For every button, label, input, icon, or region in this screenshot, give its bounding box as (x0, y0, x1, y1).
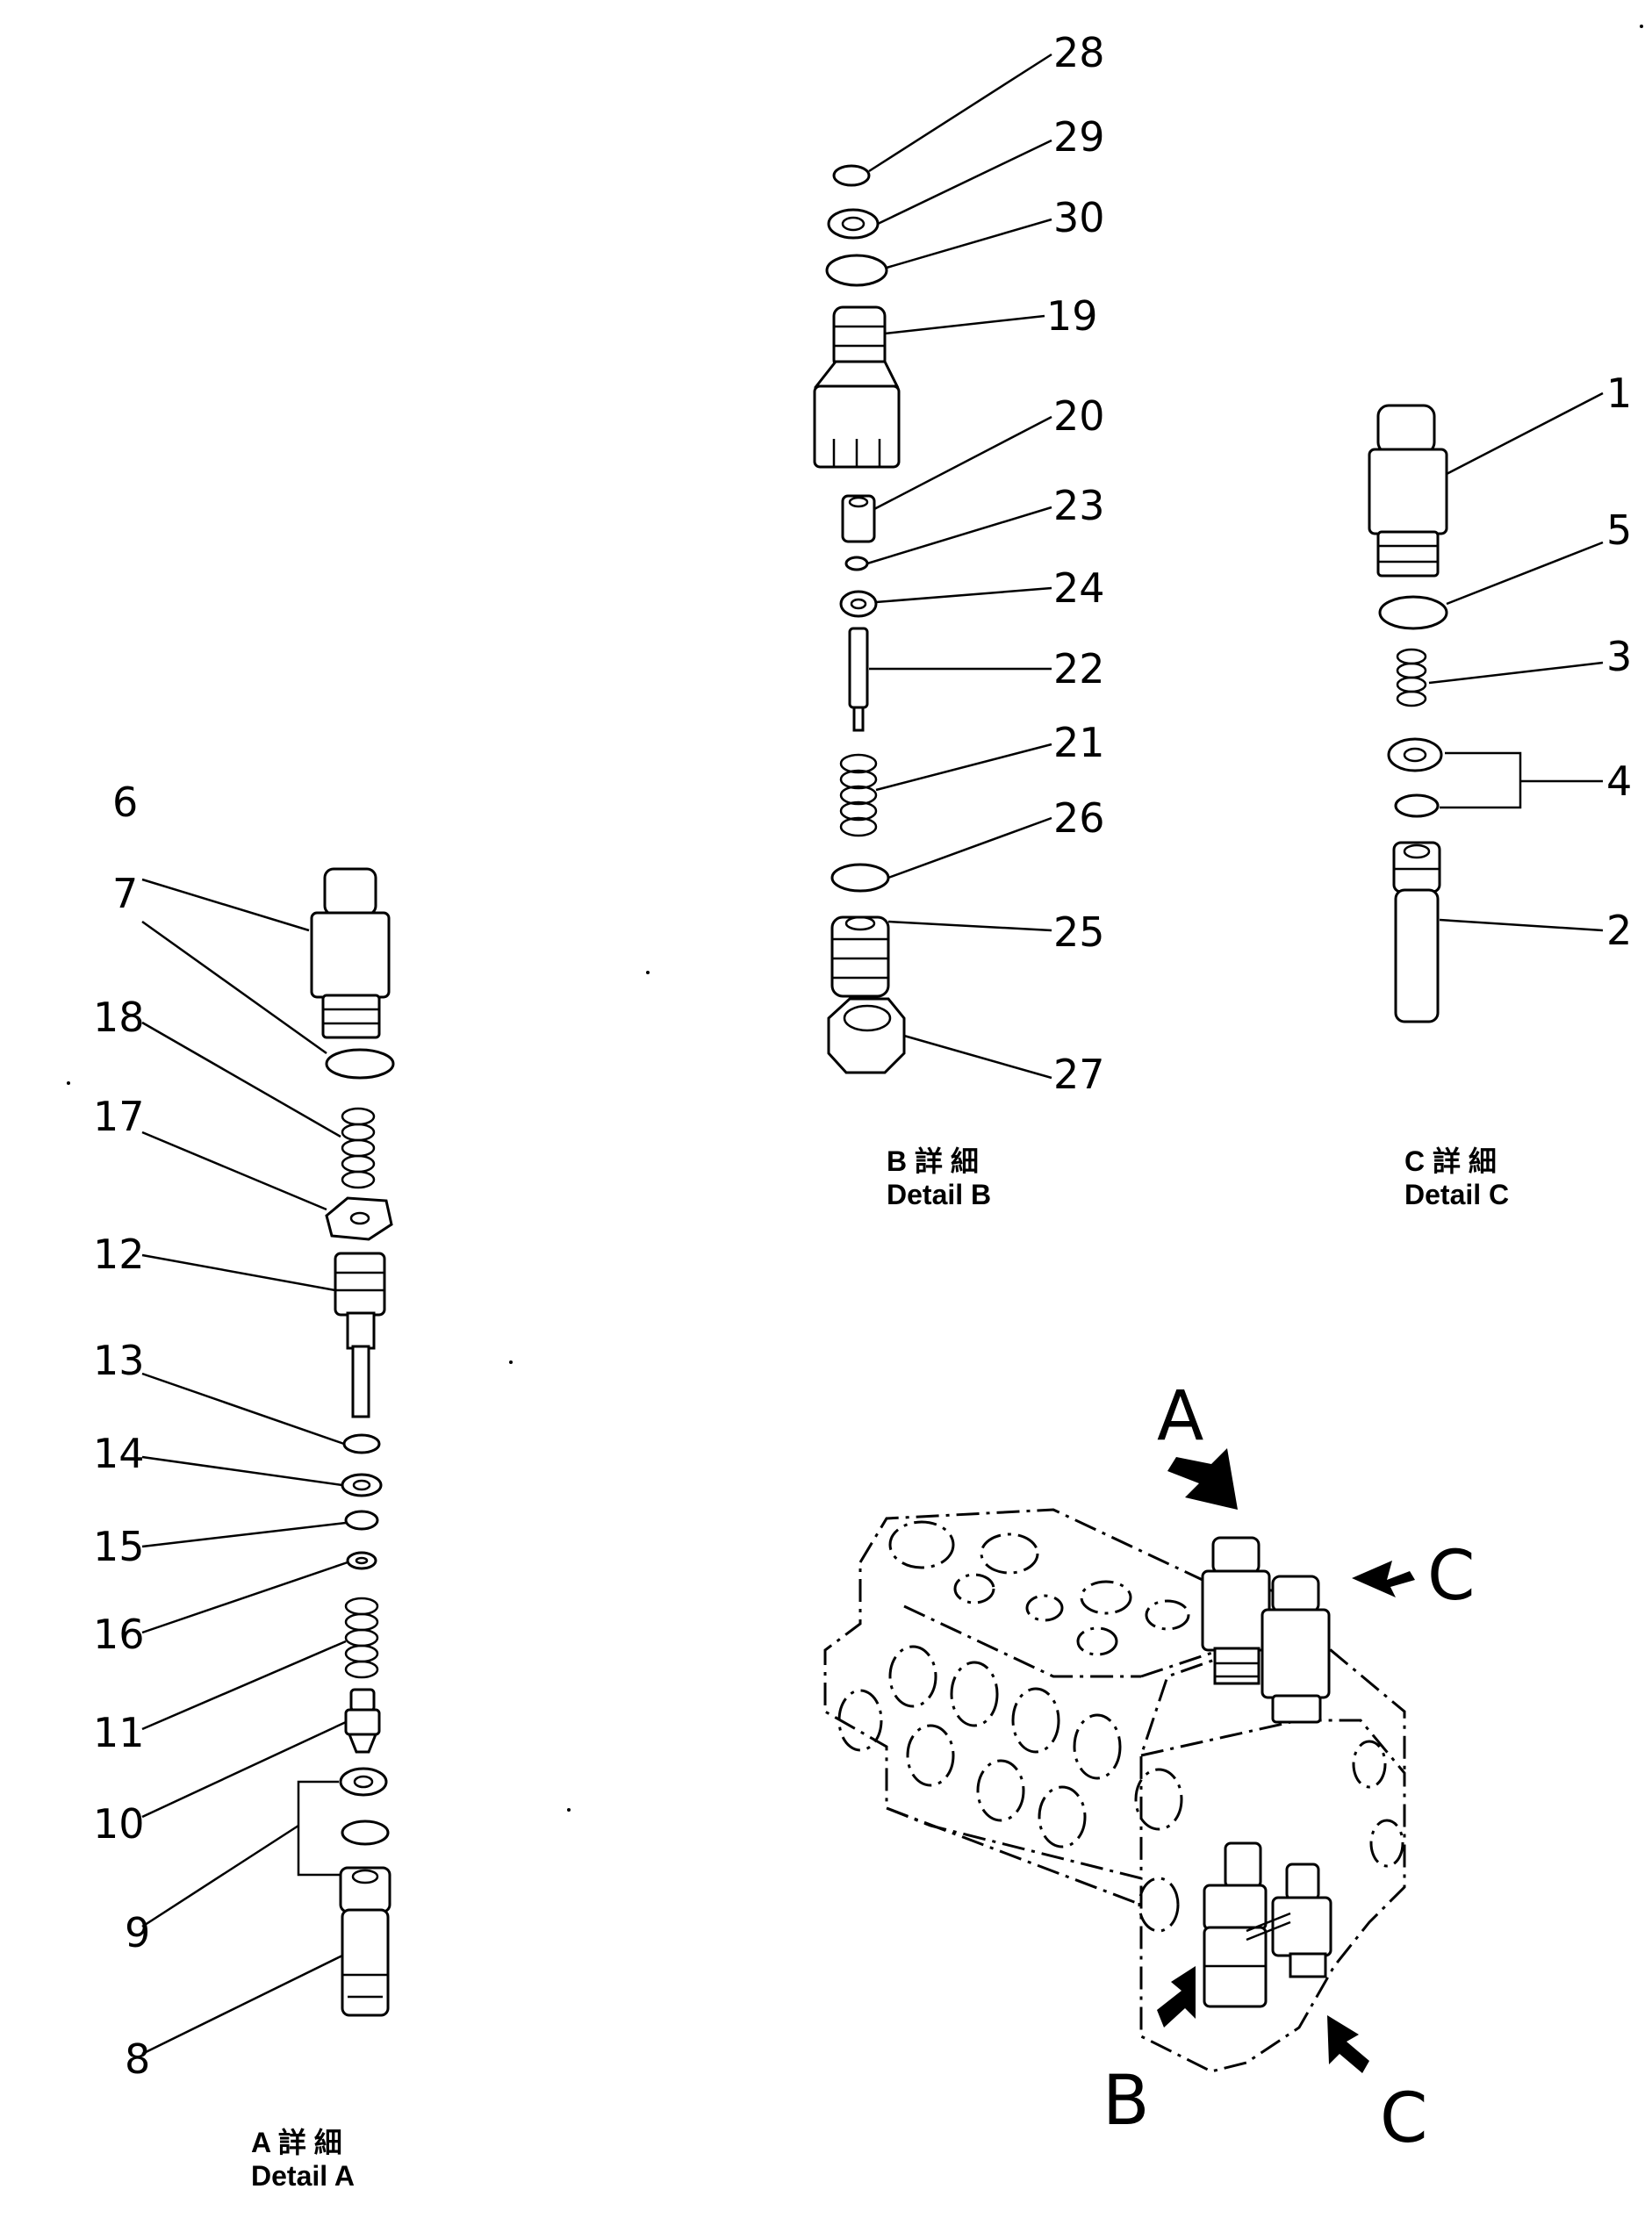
callout-24: 24 (1053, 564, 1105, 612)
detail-b-caption-jp: B 詳 細 (887, 1145, 979, 1177)
view-arrow-b (1157, 1966, 1196, 2028)
callout-26: 26 (1053, 794, 1105, 842)
callout-22: 22 (1053, 645, 1105, 693)
callout-20: 20 (1053, 392, 1105, 440)
detail-c-assembly: 1 5 3 4 2 C 詳 細 Detail C (1368, 370, 1632, 1210)
part-25-guide (830, 915, 890, 998)
part-10-poppet (344, 1688, 381, 1754)
callout-2: 2 (1606, 907, 1632, 954)
part-21-spring (839, 753, 878, 837)
valve-body-overview: A C B C (823, 1377, 1475, 2158)
callout-6: 6 (112, 779, 138, 826)
callout-23: 23 (1053, 482, 1105, 529)
callout-3: 3 (1606, 633, 1632, 680)
installed-valve-c (1261, 1575, 1331, 1724)
detail-a-assembly: 6 7 18 17 12 13 14 15 16 11 10 9 8 A 詳 細… (93, 779, 395, 2192)
callout-18: 18 (93, 994, 145, 1041)
callout-14: 14 (93, 1430, 145, 1477)
part-13-o-ring (342, 1433, 381, 1454)
part-5-o-ring (1378, 595, 1448, 630)
part-16-washer (346, 1551, 377, 1570)
detail-b-callouts: 28 29 30 19 20 23 24 22 21 26 25 27 (1046, 29, 1105, 1098)
part-30-o-ring (825, 254, 888, 287)
part-23-o-ring (844, 556, 869, 571)
part-24-seat (839, 590, 878, 618)
callout-12: 12 (93, 1231, 145, 1278)
callout-15: 15 (93, 1523, 145, 1570)
part-11-spring (344, 1597, 379, 1679)
part-4-seal-set (1387, 737, 1522, 818)
detail-a-callouts: 6 7 18 17 12 13 14 15 16 11 10 9 8 (93, 779, 150, 2083)
detail-c-caption-en: Detail C (1404, 1179, 1509, 1210)
part-1-plug (1368, 404, 1448, 578)
view-marker-c-bottom: C (1380, 2079, 1427, 2158)
part-8-sleeve (339, 1866, 391, 2017)
callout-25: 25 (1053, 908, 1105, 956)
callout-1: 1 (1606, 370, 1632, 417)
callout-17: 17 (93, 1093, 145, 1140)
part-18-spring (341, 1107, 376, 1189)
part-12-spool (334, 1252, 386, 1418)
view-marker-a: A (1157, 1377, 1203, 1456)
callout-27: 27 (1053, 1051, 1105, 1098)
part-7-o-ring (325, 1048, 395, 1080)
view-marker-c-top: C (1427, 1537, 1475, 1616)
callout-9: 9 (125, 1909, 150, 1956)
callout-16: 16 (93, 1611, 145, 1658)
part-14-washer (341, 1473, 383, 1497)
part-9-seal-set (297, 1767, 390, 1877)
callout-30: 30 (1053, 194, 1105, 241)
detail-c-callouts: 1 5 3 4 2 (1606, 370, 1632, 954)
installed-valve-b (1203, 1841, 1268, 2008)
part-3-spring (1396, 648, 1427, 707)
callout-28: 28 (1053, 29, 1105, 76)
callout-10: 10 (93, 1800, 145, 1848)
part-2-sleeve (1392, 841, 1441, 1023)
part-17-plate (325, 1196, 393, 1241)
view-arrow-c-top (1352, 1561, 1415, 1597)
callout-5: 5 (1606, 506, 1632, 554)
detail-b-caption-en: Detail B (887, 1179, 991, 1210)
part-28-o-ring (832, 164, 871, 187)
detail-c-caption-jp: C 詳 細 (1404, 1145, 1497, 1177)
callout-29: 29 (1053, 113, 1105, 161)
view-arrow-a (1167, 1448, 1238, 1510)
detail-b-assembly: 28 29 30 19 20 23 24 22 21 26 25 27 B 詳 … (813, 29, 1105, 1210)
installed-valve-a (1201, 1536, 1271, 1685)
detail-a-caption-en: Detail A (251, 2160, 355, 2192)
part-29-washer (827, 208, 880, 240)
callout-19: 19 (1046, 292, 1098, 340)
callout-13: 13 (93, 1337, 145, 1384)
callout-8: 8 (125, 2035, 150, 2083)
callout-4: 4 (1606, 757, 1632, 805)
view-arrow-c-bottom (1327, 2015, 1369, 2073)
callout-11: 11 (93, 1709, 145, 1756)
part-15-o-ring (344, 1510, 379, 1531)
part-22-pin (848, 627, 869, 732)
part-6-plug (310, 867, 391, 1039)
view-marker-b: B (1103, 2062, 1150, 2141)
callout-7: 7 (112, 870, 138, 917)
part-19-body (813, 305, 901, 469)
installed-valve-c-lower (1246, 1863, 1332, 1978)
callout-21: 21 (1053, 719, 1105, 766)
detail-a-caption-jp: A 詳 細 (251, 2127, 342, 2158)
part-20-cap (841, 494, 876, 543)
part-26-o-ring (830, 863, 890, 893)
part-27-nut (827, 997, 906, 1074)
